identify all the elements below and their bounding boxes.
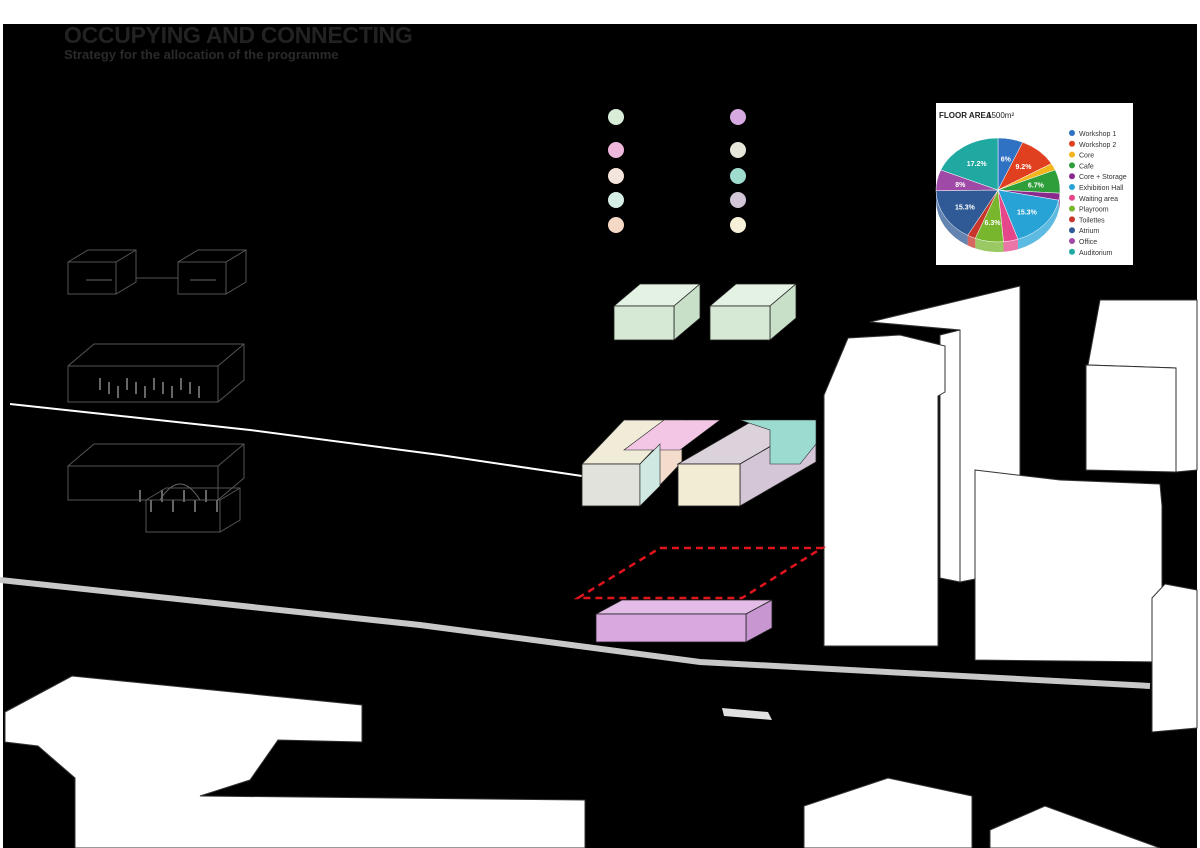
pie-rim-6	[1017, 200, 1059, 250]
legend-item-7: Waiting area	[1079, 196, 1118, 203]
colour-dot-left-4	[608, 192, 624, 208]
legend-item-5: Core + Storage	[1079, 174, 1127, 181]
legend-item-9: Toilettes	[1079, 217, 1105, 224]
page-subtitle: Strategy for the allocation of the progr…	[64, 47, 339, 62]
colour-dot-right-2	[730, 142, 746, 158]
legend-item-8: Playroom	[1079, 207, 1109, 214]
legend-swatch-12	[1069, 248, 1075, 255]
legend-swatch-10	[1069, 227, 1075, 234]
legend-item-6: Exhibition Hall	[1079, 185, 1124, 192]
strategy-volume-connected	[67, 443, 245, 501]
pie-rim-9	[967, 235, 976, 249]
site-building-2	[939, 329, 961, 583]
strategy-box-right	[177, 249, 247, 295]
purple-volume	[595, 599, 773, 643]
legend-swatch-6	[1069, 184, 1075, 190]
legend-swatch-4	[1069, 162, 1075, 169]
legend-item-10: Atrium	[1079, 228, 1099, 235]
legend-swatch-8	[1069, 205, 1075, 212]
legend-item-12: Auditorium	[1079, 250, 1113, 257]
site-building-8	[4, 675, 586, 848]
strategy-volume-occupied	[67, 343, 245, 403]
colour-dot-right-4	[730, 192, 746, 208]
colour-dot-right-5	[730, 217, 746, 233]
legend-swatch-11	[1069, 238, 1075, 244]
pie-label-2: 9.2%	[1015, 164, 1032, 171]
colour-dot-left-2	[608, 142, 624, 158]
page-title: OCCUPYING AND CONNECTING	[64, 22, 413, 48]
green-volume-1-front	[613, 305, 675, 341]
legend-item-2: Workshop 2	[1079, 142, 1116, 149]
green-volume-2-front	[709, 305, 771, 341]
legend-item-11: Office	[1079, 239, 1097, 246]
strategy-volume-occupied-outline	[67, 343, 245, 403]
pie-label-8: 6.3%	[985, 220, 1002, 227]
road-fragment	[722, 708, 772, 720]
chart-unit: 1500m²	[987, 111, 1014, 120]
site-building-5	[1085, 364, 1177, 473]
site-plot-outline	[573, 546, 827, 600]
site-building-7	[1151, 583, 1198, 733]
chart-title: FLOOR AREA	[939, 111, 992, 120]
mixed-volume-1-top-band	[623, 419, 721, 451]
pie-rim-7	[1003, 239, 1018, 252]
mixed-volume-2-front	[677, 463, 741, 507]
legend-swatch-1	[1069, 130, 1075, 136]
strategy-box-left	[67, 249, 137, 295]
green-volume-1	[612, 283, 702, 341]
pie-label-11: 8%	[955, 182, 966, 189]
pie-label-10: 15.3%	[955, 204, 976, 211]
legend-swatch-3	[1069, 151, 1075, 158]
colour-dot-left-1	[608, 109, 624, 125]
pie-label-12: 17.2%	[967, 161, 988, 168]
colour-dot-right-3	[730, 168, 746, 184]
pie-slice-12	[940, 137, 999, 191]
mixed-volume-1-front	[581, 463, 641, 507]
colour-dot-left-3	[608, 168, 624, 184]
strategy-volume-connected-outline	[67, 443, 245, 501]
legend-item-3: Core	[1079, 153, 1094, 160]
pie-label-1: 6%	[1001, 156, 1012, 163]
connection-arc	[159, 483, 201, 501]
pie-rim-8	[975, 238, 1004, 252]
colour-dot-left-5	[608, 217, 624, 233]
site-building-6	[974, 469, 1163, 663]
pie-slice-10	[935, 189, 999, 236]
pie-label-4: 6.7%	[1028, 183, 1045, 190]
site-building-9	[803, 777, 973, 848]
colour-dot-right-1	[730, 109, 746, 125]
road-line	[0, 577, 1151, 689]
path-line	[9, 403, 583, 477]
legend-swatch-7	[1069, 194, 1075, 201]
purple-volume-front	[595, 613, 747, 643]
legend-swatch-9	[1069, 216, 1075, 223]
mixed-volume-2-teal	[739, 419, 817, 465]
site-building-3	[823, 334, 946, 647]
strategy-volume-annex-outline	[145, 487, 241, 533]
pie-label-6: 15.3%	[1017, 209, 1038, 216]
legend-item-1: Workshop 1	[1079, 131, 1116, 138]
strategy-box-left-outline	[67, 249, 137, 295]
legend-swatch-2	[1069, 140, 1075, 147]
legend-swatch-5	[1069, 173, 1075, 180]
strategy-box-right-outline	[177, 249, 247, 295]
purple-volume-top	[595, 599, 773, 615]
strategy-volume-annex	[145, 487, 241, 533]
legend-item-4: Cafe	[1079, 163, 1094, 170]
green-volume-2	[708, 283, 798, 341]
site-building-10	[989, 805, 1161, 848]
mixed-volume-1-side-band	[639, 443, 661, 507]
pie-rim-10	[936, 190, 968, 246]
